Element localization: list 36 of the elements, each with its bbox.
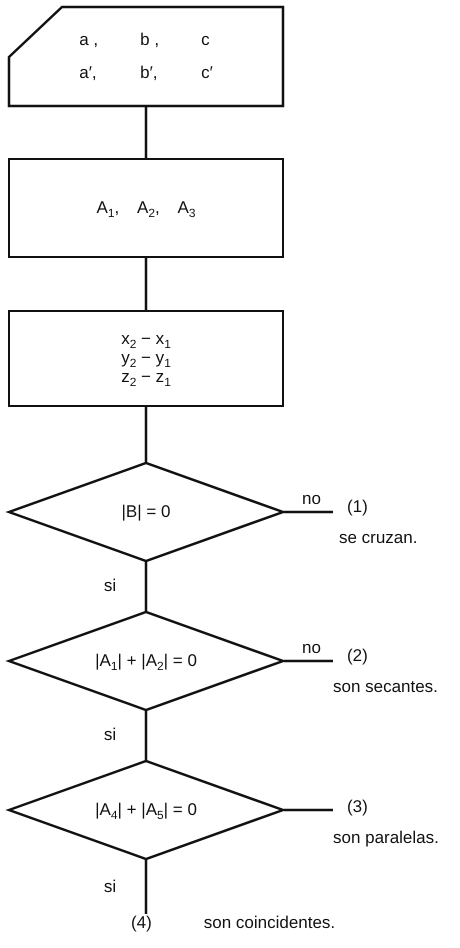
connector-line [284,510,333,514]
process-box [8,310,284,407]
connector-line [284,660,333,662]
connector-line [144,711,148,760]
expression-text: x$_{2}$ − x$_{1}$ [121,330,171,350]
input-value: a , [79,30,98,50]
input-value: c [201,30,211,50]
connector-line [144,860,148,914]
connector-line [144,407,148,462]
condition-text: |A$_{1}$| + |A$_{2}$| = 0 [95,652,197,670]
outcome-text: son paralelas. [333,828,439,848]
input-value: a′, [79,64,98,82]
expression-text: A$_{1}$, A$_{2}$, A$_{3}$ [96,198,196,218]
input-card [8,6,284,107]
input-value: b′, [140,64,159,82]
input-value: c′ [201,64,213,82]
outcome-text: son secantes. [333,678,438,696]
outcome-number: (1) [347,498,368,517]
decision-diamond [8,462,284,562]
outcome-number: (2) [347,647,368,666]
input-value: b , [140,30,160,50]
outcome-number: (4) [131,914,152,933]
outcome-text: son coincidentes. [204,914,336,933]
connector-line [144,258,148,310]
expression-text: z$_{2}$ − z$_{1}$ [121,368,171,387]
decision-diamond [8,760,284,860]
condition-text: |B| = 0 [122,502,170,522]
connector-line [144,107,148,158]
condition-text: |A$_{4}$| + |A$_{5}$| = 0 [95,800,197,820]
outcome-text: se cruzan. [339,528,418,548]
outcome-number: (3) [347,798,368,817]
decision-diamond [8,611,284,711]
connector-line [284,808,333,812]
process-box [8,158,284,258]
connector-line [144,562,148,611]
expression-text: y$_{2}$ − y$_{1}$ [121,349,171,368]
